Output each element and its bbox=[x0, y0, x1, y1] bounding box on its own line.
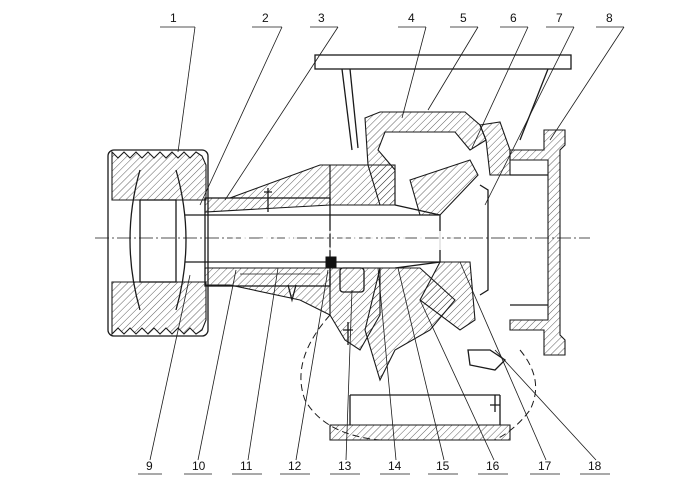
callout-18: 18 bbox=[588, 459, 602, 473]
callout-10: 10 bbox=[192, 459, 206, 473]
callout-13: 13 bbox=[338, 459, 352, 473]
callout-4: 4 bbox=[408, 11, 415, 25]
callout-6: 6 bbox=[510, 11, 517, 25]
callout-9: 9 bbox=[146, 459, 153, 473]
bottom-callouts: 9 10 11 12 13 14 15 16 17 18 bbox=[138, 261, 610, 475]
callout-7: 7 bbox=[556, 11, 563, 25]
callout-11: 11 bbox=[240, 459, 253, 473]
callout-3: 3 bbox=[318, 11, 325, 25]
callout-15: 15 bbox=[436, 459, 450, 473]
top-callouts: 1 2 3 4 5 6 7 8 bbox=[160, 11, 625, 206]
lower-volute bbox=[300, 314, 537, 441]
callout-16: 16 bbox=[486, 459, 500, 473]
watermark-text: trade.china.cn bbox=[230, 217, 456, 258]
callout-17: 17 bbox=[538, 459, 552, 473]
outlet-pipe bbox=[509, 129, 566, 356]
callout-1: 1 bbox=[170, 11, 177, 25]
callout-14: 14 bbox=[388, 459, 402, 473]
callout-5: 5 bbox=[460, 11, 467, 25]
bearing-housing bbox=[204, 164, 337, 316]
pulley bbox=[107, 149, 209, 337]
discharge-nozzle bbox=[314, 54, 572, 151]
callout-8: 8 bbox=[606, 11, 613, 25]
callout-12: 12 bbox=[288, 459, 302, 473]
impeller bbox=[394, 159, 507, 412]
callout-2: 2 bbox=[262, 11, 269, 25]
